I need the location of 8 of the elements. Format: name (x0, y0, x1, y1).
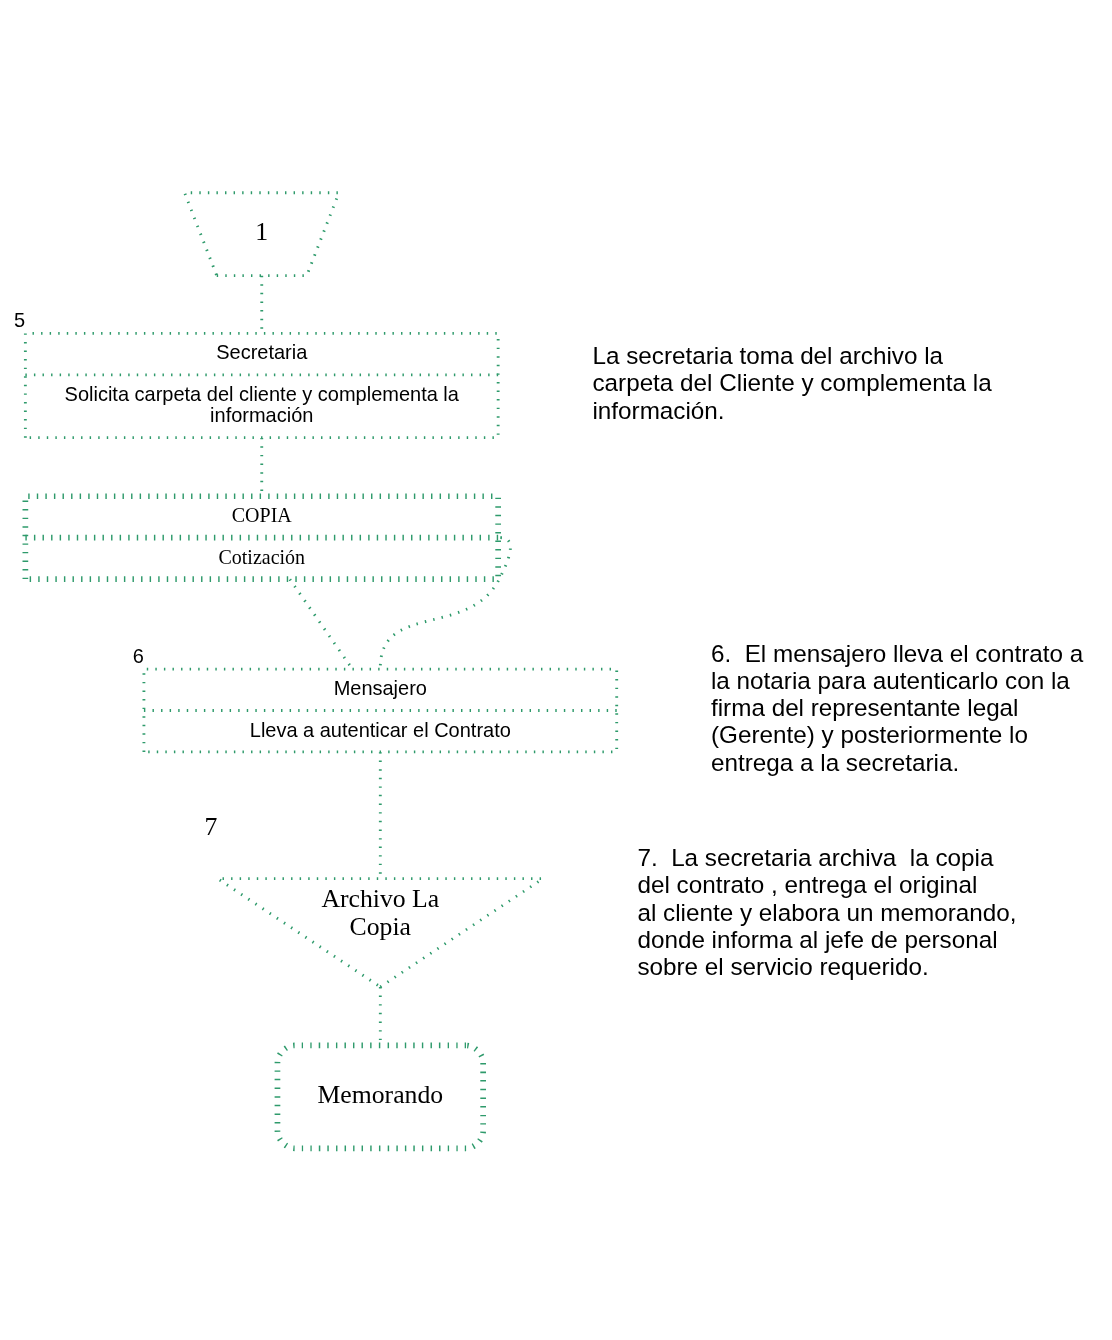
node-box: Memorando (274, 1042, 486, 1151)
label: 6. El mensajero lleva el contrato a la notaria para autenticarlo con la firma del representante legal (Gerente) y posteriormente lo entrega a la secretaria. (710, 639, 1084, 776)
node-label: 7 (204, 811, 218, 841)
label: La secretaria toma del archivo la carpeta del Cliente y complementa la información. (592, 341, 992, 424)
label: 7. La secretaria archiva la copia del contrato , entrega el original al cliente y elabora un memorando, donde informa al jefe de personal sobre el servicio requerido. (637, 843, 1017, 980)
connector (378, 535, 512, 668)
node-label: 6 (132, 644, 144, 667)
node-label: 5 (14, 308, 26, 331)
